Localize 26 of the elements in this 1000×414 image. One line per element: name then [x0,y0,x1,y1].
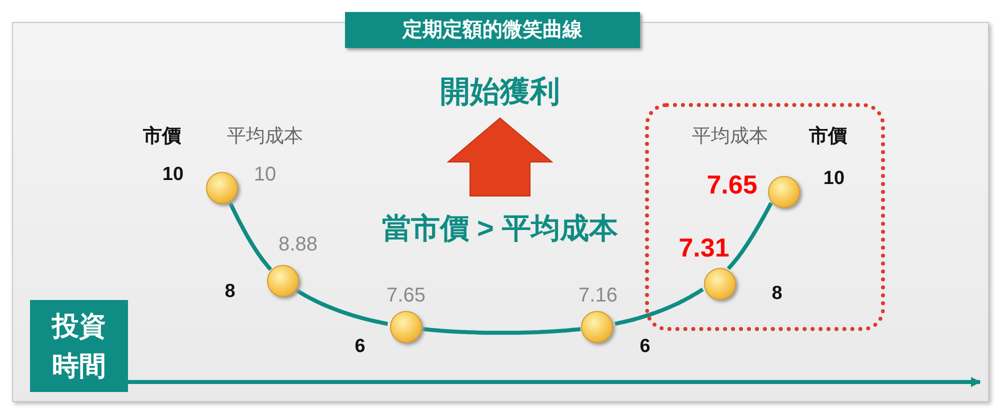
average-cost-value: 7.31 [678,232,730,264]
condition-text: 當市價 > 平均成本 [382,212,618,247]
average-cost-value: 7.65 [386,284,426,308]
average-cost-value: 10 [254,164,276,186]
average-cost-value: 8.88 [278,234,318,256]
curve-segment [614,288,704,326]
curve-segment [295,288,388,326]
column-header: 平均成本 [692,125,768,149]
title-banner: 定期定額的微笑曲線 [345,12,640,48]
curve-segment [422,327,581,335]
curve-segment [228,202,272,271]
average-cost-value: 7.65 [706,170,758,200]
curve-segment [726,202,773,270]
market-price-value: 10 [823,168,845,190]
market-price-value: 6 [354,336,366,358]
axis-label-box: 投資時間 [30,300,128,392]
column-header: 市價 [809,124,847,149]
market-price-value: 8 [772,283,782,305]
market-price-value: 6 [640,336,650,358]
average-cost-value: 7.16 [578,284,618,308]
column-header: 市價 [143,124,181,149]
column-header: 平均成本 [227,125,303,149]
market-price-value: 10 [162,164,184,186]
heading-text: 開始獲利 [440,74,560,110]
highlight-frame [645,103,885,331]
market-price-value: 8 [224,281,236,303]
